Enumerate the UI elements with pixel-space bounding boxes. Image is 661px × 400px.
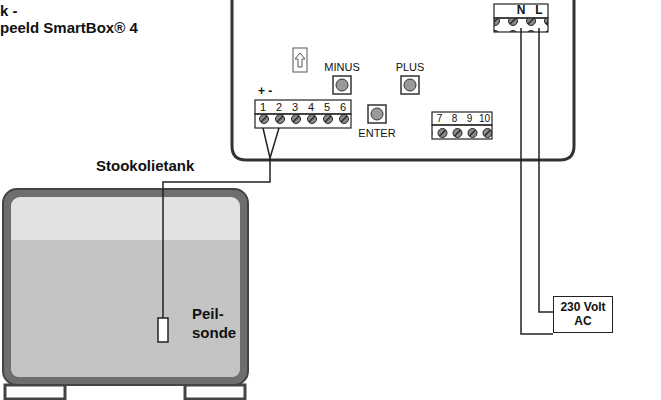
title-fragment: k - [0, 3, 18, 20]
arrow-icon [293, 48, 307, 72]
terminal-number: 2 [276, 101, 282, 113]
box-text: 230 Volt AC [558, 300, 608, 329]
terminal-number: 10 [479, 113, 490, 124]
part-label: Peil- [192, 306, 224, 323]
part-label: Stookolietank [96, 158, 194, 175]
terminal-number: 8 [452, 113, 458, 124]
terminal-number: 1 [260, 101, 266, 113]
button-label: PLUS [396, 61, 425, 73]
terminal-block [255, 4, 548, 139]
terminal-number: 4 [308, 101, 314, 113]
power-supply-box: 230 Volt AC [553, 296, 613, 333]
polarity-mark: + - [258, 85, 272, 98]
probe-cable [163, 128, 279, 318]
terminal-number: N [517, 4, 526, 17]
terminal-number: 5 [324, 101, 330, 113]
terminal-number: 9 [467, 113, 473, 124]
terminal-number: 7 [437, 113, 443, 124]
part-label: sonde [192, 325, 236, 342]
button-label: ENTER [358, 127, 395, 139]
terminal-number: L [535, 4, 542, 17]
title-fragment: peeld SmartBox® 4 [0, 20, 138, 37]
level-probe [158, 318, 168, 342]
button-label: MINUS [324, 61, 359, 73]
mains-wires [521, 28, 553, 334]
oil-tank [3, 189, 248, 399]
housing [232, 0, 574, 160]
terminal-number: 3 [292, 101, 298, 113]
terminal-number: 6 [340, 101, 346, 113]
